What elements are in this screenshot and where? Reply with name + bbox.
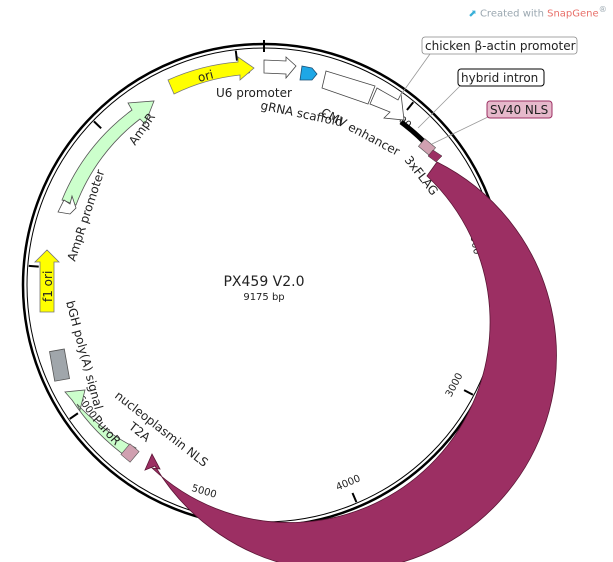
feature-u6-promoter [263, 56, 297, 80]
feature-cba-promoter [369, 87, 405, 121]
scale-tick-label-3000: 3000 [444, 371, 466, 399]
feature-label-ori: ori [196, 67, 215, 85]
boxed-label-sv40-nls: SV40 NLS [486, 100, 553, 119]
scale-tick-8000 [93, 120, 102, 130]
feature-cas9-arrow [144, 161, 557, 562]
callout-line-cba [399, 53, 431, 97]
scale-tick-3000 [463, 389, 474, 396]
feature-ampr [61, 100, 155, 206]
watermark-text: Created with [479, 8, 548, 20]
feature-grna-scaffold [299, 65, 318, 81]
plasmid-size: 9175 bp [243, 292, 284, 303]
scale-tick-7000 [28, 264, 39, 268]
scale-tick-4000 [351, 492, 358, 503]
feature-label-puror: PuroR [90, 413, 124, 448]
boxed-label-cba-promoter: chicken β-actin promoter [421, 36, 578, 55]
feature-bgh-polya [49, 348, 70, 382]
feature-label-f1-ori: f1 ori [41, 271, 55, 302]
snapgene-watermark: ⬈ Created with SnapGene® [468, 4, 607, 19]
boxed-label-cba-text: chicken β-actin promoter [425, 39, 576, 53]
feature-ampr-promoter [57, 194, 77, 215]
feature-label-cas9: Cas9 [408, 414, 439, 445]
callout-line-sv40 [431, 115, 491, 145]
feature-t2a [120, 443, 140, 463]
feature-ori [167, 56, 255, 95]
feature-f1-ori [34, 249, 60, 313]
feature-3xflag [427, 149, 443, 163]
boxed-label-sv40-text: SV40 NLS [490, 103, 548, 117]
boxed-label-intron-text: hybrid intron [461, 71, 538, 85]
feature-label-u6-promoter: U6 promoter [216, 86, 292, 100]
feature-cmv-enhancer [321, 70, 376, 105]
boxed-label-hybrid-intron: hybrid intron [457, 68, 545, 87]
scale-tick-label-4000: 4000 [335, 473, 363, 493]
plasmid-name: PX459 V2.0 [223, 274, 304, 290]
scale-tick-6000 [69, 412, 79, 420]
watermark-brand: SnapGene [547, 8, 599, 20]
callout-line-intron [417, 85, 461, 129]
watermark-mark: ® [598, 4, 607, 14]
scale-tick-1000 [406, 101, 415, 111]
watermark-icon: ⬈ [468, 8, 477, 20]
scale-tick-9000 [234, 50, 238, 61]
